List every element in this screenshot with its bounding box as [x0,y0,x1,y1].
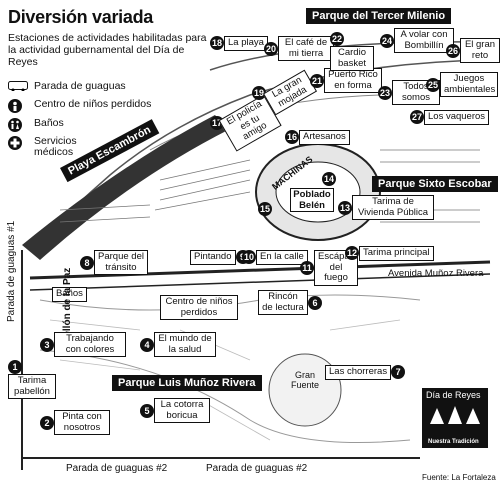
legend-label-bus: Parada de guaguas [34,80,126,92]
dia-de-reyes-logo: Día de Reyes Nuestra Tradición [422,388,488,448]
bus-icon [8,81,34,94]
legend-label-lost-children: Centro de niños perdidos [34,98,152,110]
station-8: 8Parque del tránsito [80,250,148,275]
station-9: Pintando9 [190,250,250,265]
label-banos: Baños [52,287,87,302]
station-26: 26El gran reto [446,38,500,63]
restroom-icon [8,118,34,135]
lost-children-marker: Centro de niños perdidos [160,295,250,320]
station-14: 14 [322,172,336,186]
restroom-marker: Baños [52,287,87,302]
label-parada-2b: Parada de guaguas #2 [206,463,308,474]
label-avenida: Avenida Muñoz Rivera [388,268,484,279]
label-gran-fuente: Gran Fuente [290,370,320,390]
label-parque-tercer-milenio: Parque del Tercer Milenio [306,8,452,24]
legend-label-restroom: Baños [34,117,64,129]
station-13: 13Tarima de Vivienda Pública [338,195,434,220]
label-poblado-belen: Poblado Belén [290,188,334,212]
lost-children-icon [8,99,34,116]
legend-medical: Servicios médicos [8,136,94,158]
legend-lost-children: Centro de niños perdidos [8,99,151,116]
station-5: 5La cotorra boricua [140,398,210,423]
label-parada-2a: Parada de guaguas #2 [66,463,168,474]
map-subtitle: Estaciones de actividades habilitadas pa… [8,32,207,68]
legend-bus: Parada de guaguas [8,81,126,94]
station-2: 2Pinta con nosotros [40,410,110,435]
map-title: Diversión variada [8,7,153,27]
source-credit: Fuente: La Fortaleza [422,473,496,482]
label-parque-luis-munoz-rivera: Parque Luis Muñoz Rivera [112,375,262,391]
station-21: 21Puerto Rico en forma [310,68,382,93]
station-4: 4El mundo de la salud [140,332,216,357]
station-15: 15 [258,202,272,216]
legend-label-medical: Servicios médicos [34,135,77,158]
station-25: 25Juegos ambientales [426,72,498,97]
station-20: 20El café de mi tierra [264,36,334,61]
station-24: 24A volar con Bombillín [380,28,454,53]
medical-cross-icon [8,136,34,153]
label-parque-sixto-escobar: Parque Sixto Escobar [372,176,498,192]
legend-restroom: Baños [8,118,64,135]
three-kings-icon [430,406,480,424]
station-3: 3Trabajando con colores [40,332,126,357]
label-centro-ninos: Centro de niños perdidos [160,295,238,320]
label-parada-1: Parada de guaguas #1 [6,220,17,322]
